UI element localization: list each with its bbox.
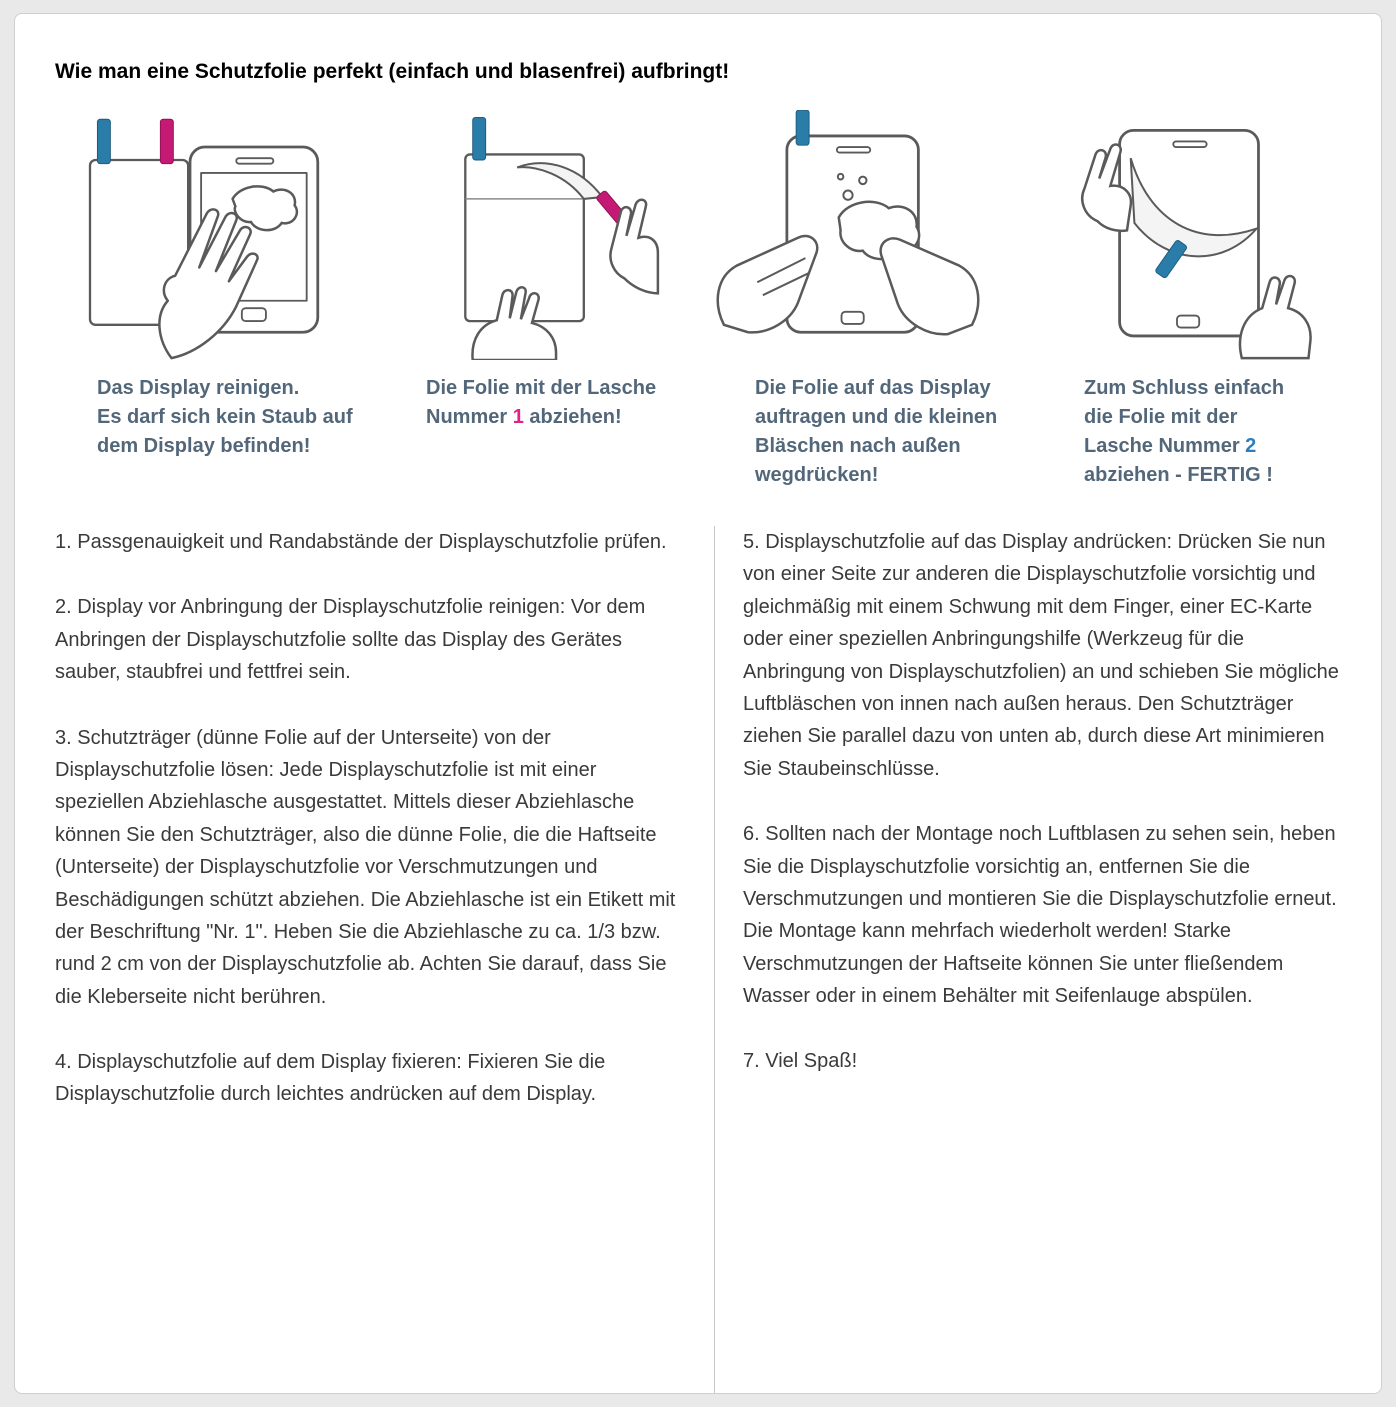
instruction-sheet: Wie man eine Schutzfolie perfekt (einfac… [14,13,1382,1394]
figure-step-2: Die Folie mit der Lasche Nummer 1 abzieh… [378,110,707,490]
pull-tab-blue-icon [472,116,487,161]
caption-highlight-number: 2 [1245,435,1257,457]
hand-pulling-tab [610,200,657,294]
hand-pressing-right [881,238,979,334]
pull-tab-blue-icon [96,118,111,165]
phone-speaker [835,146,872,154]
phone-speaker [1172,140,1208,148]
figure-step-3: Die Folie auf das Display auftragen und … [707,110,1036,490]
hand-holding-film [472,287,556,360]
instruction-step: 5. Displayschutzfolie auf das Display an… [743,531,1339,780]
apply-film-illustration [707,110,989,360]
air-bubble [843,191,852,200]
hand-pressing-left [718,236,817,332]
figure-step-4: Zum Schluss einfach die Folie mit der La… [1036,110,1365,490]
caption-text: Die Folie auf das Display auftragen und … [755,377,998,486]
caption-text: Zum Schluss einfach die Folie mit der La… [1084,377,1285,457]
instruction-text-section: 1. Passgenauigkeit und Randabstände der … [15,490,1381,1393]
steps-column-right: 5. Displayschutzfolie auf das Display an… [715,526,1381,1393]
figure-step-1: Das Display reinigen. Es darf sich kein … [49,110,378,490]
instruction-step: 1. Passgenauigkeit und Randabstände der … [55,531,667,553]
finger-line [763,273,809,295]
peel-tab-2-illustration [1036,128,1318,360]
peeled-liner-flap [517,163,602,199]
caption-text: Das Display reinigen. Es darf sich kein … [97,377,353,457]
peeled-liner-flap [1131,158,1257,256]
finger-line [757,258,805,282]
cleaning-cloth [233,186,297,230]
pull-tab-blue-icon [1155,240,1187,279]
home-button [840,310,865,325]
caption-highlight-number: 1 [512,406,524,428]
pull-tab-blue-icon [795,110,810,146]
caption-step-3: Die Folie auf das Display auftragen und … [707,360,1036,490]
hand-pulling-tab [1240,276,1311,358]
instruction-step: 2. Display vor Anbringung der Displaysch… [55,596,646,684]
instruction-step: 6. Sollten nach der Montage noch Luftbla… [743,823,1337,1008]
steps-column-left: 1. Passgenauigkeit und Randabstände der … [55,526,715,1393]
caption-step-4: Zum Schluss einfach die Folie mit der La… [1036,360,1365,490]
figures-row: Das Display reinigen. Es darf sich kein … [15,84,1381,490]
instruction-step: 7. Viel Spaß! [743,1050,858,1073]
caption-text: abziehen! [523,406,622,428]
air-bubble [859,177,866,184]
peel-tab-1-illustration [464,116,660,360]
hand-wiping [159,209,257,358]
caption-text: Die Folie mit der Lasche Nummer [426,377,657,428]
clean-display-illustration [88,118,320,360]
film-sheet [88,158,190,326]
caption-step-1: Das Display reinigen. Es darf sich kein … [49,360,378,461]
phone-speaker [235,157,275,165]
home-button [240,307,267,323]
hand-holding-phone [1082,145,1131,231]
pull-tab-pink-icon [159,118,174,165]
caption-text: abziehen - FERTIG ! [1084,464,1273,486]
home-button [1176,314,1201,329]
page-title: Wie man eine Schutzfolie perfekt (einfac… [55,60,730,83]
instruction-step: 4. Displayschutzfolie auf dem Display fi… [55,1051,606,1106]
air-bubble [838,174,844,180]
instruction-step: 3. Schutzträger (dünne Folie auf der Unt… [55,726,676,1008]
caption-step-2: Die Folie mit der Lasche Nummer 1 abzieh… [378,360,707,432]
